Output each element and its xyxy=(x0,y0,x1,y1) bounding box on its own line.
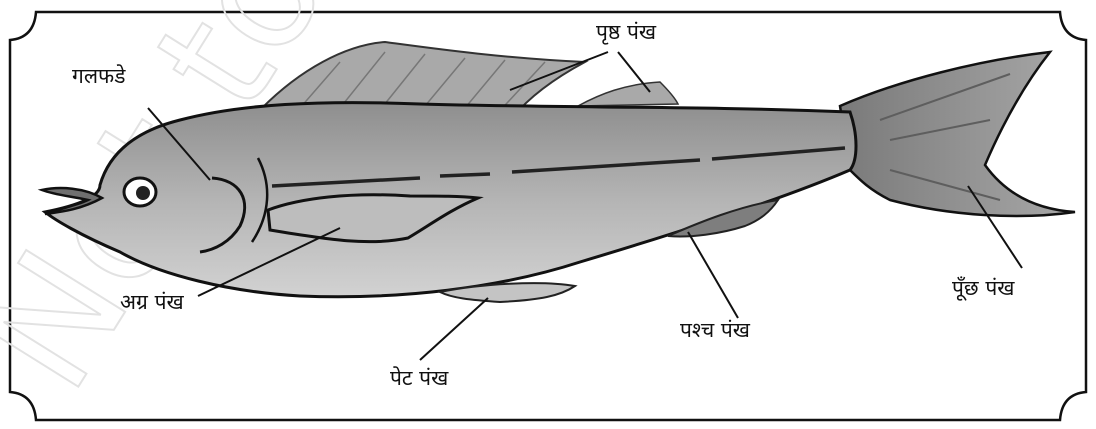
second-dorsal-fin xyxy=(578,82,678,106)
label-belly-fin: पेट पंख xyxy=(390,368,448,389)
label-gill: गलफडे xyxy=(72,66,126,87)
label-dorsal-fin: पृष्ठ पंख xyxy=(596,22,656,43)
label-front-fin: अग्र पंख xyxy=(120,292,184,313)
belly-fin-pointer-line xyxy=(420,298,488,360)
label-rear-fin: पश्च पंख xyxy=(680,320,750,341)
fish-pupil xyxy=(136,186,150,200)
rear-fin-pointer-line xyxy=(688,232,738,318)
label-tail-fin: पूँछ पंख xyxy=(952,278,1014,299)
tail-fin xyxy=(840,52,1075,216)
